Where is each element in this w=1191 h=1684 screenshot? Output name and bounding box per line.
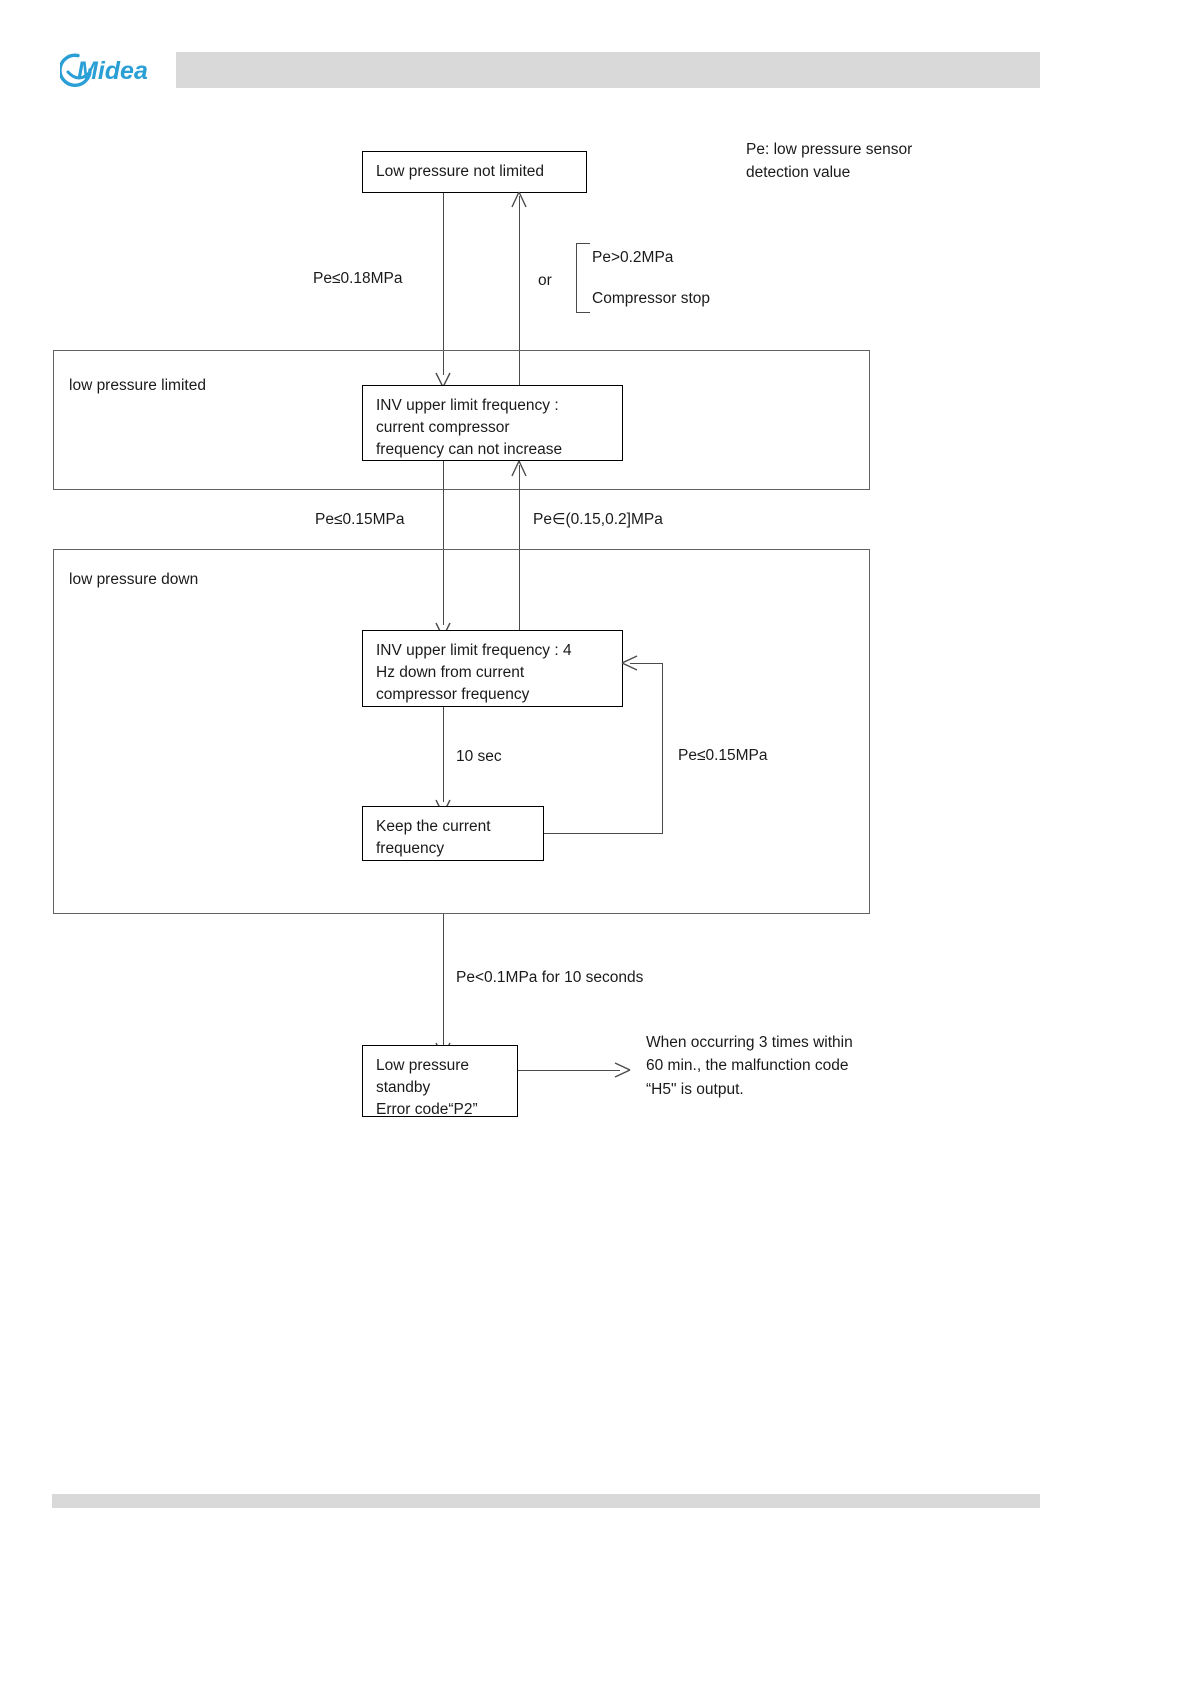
edge-line-to-standby <box>443 914 444 1046</box>
edge-label-compressor-stop: Compressor stop <box>592 290 711 307</box>
edge-label-loop-back: Pe≤0.15MPa <box>678 747 768 764</box>
arrow-head-back-to-not-limited <box>511 191 527 208</box>
loop-line-top <box>630 663 663 664</box>
edge-line-to-limited <box>443 193 444 375</box>
edge-label-pe-gt-02: Pe>0.2MPa <box>592 249 674 266</box>
edge-label-or: or <box>538 272 552 289</box>
svg-text:Midea: Midea <box>77 57 148 85</box>
arrow-head-back-to-limited <box>511 460 527 477</box>
edge-label-ten-sec: 10 sec <box>456 748 502 765</box>
legend-note: Pe: low pressure sensor detection value <box>746 141 913 182</box>
group-low-pressure-down <box>53 549 870 914</box>
edge-label-to-limited: Pe≤0.18MPa <box>313 270 403 287</box>
edge-label-back-to-limited: Pe∈(0.15,0.2]MPa <box>533 511 663 528</box>
brace-bracket <box>576 243 590 313</box>
edge-line-to-down <box>443 461 444 625</box>
node-low-pressure-not-limited: Low pressure not limited <box>362 151 587 193</box>
node-low-pressure-standby: Low pressure standby Error code“P2” <box>362 1045 518 1118</box>
edge-label-to-down: Pe≤0.15MPa <box>315 511 405 528</box>
arrow-head-to-limited <box>435 372 451 388</box>
loop-line-bottom <box>544 833 663 834</box>
midea-logo: Midea <box>60 48 170 92</box>
loop-line-right <box>662 663 663 834</box>
midea-logo-icon: Midea <box>60 53 148 87</box>
arrow-head-loop-back <box>621 655 638 671</box>
group-label-low-pressure-down: low pressure down <box>69 571 199 588</box>
edge-line-ten-sec <box>443 707 444 802</box>
group-low-pressure-limited <box>53 350 870 490</box>
edge-line-back-to-not-limited <box>519 196 520 386</box>
arrow-head-to-annotation <box>614 1062 631 1078</box>
edge-line-to-annotation <box>518 1070 620 1071</box>
node-keep-current-frequency: Keep the current frequency <box>362 806 544 861</box>
edge-line-back-to-limited <box>519 465 520 631</box>
header-band <box>176 52 1040 88</box>
node-inv-upper-limit-no-increase: INV upper limit frequency : current comp… <box>362 385 623 461</box>
edge-label-to-standby: Pe<0.1MPa for 10 seconds <box>456 969 644 986</box>
group-label-low-pressure-limited: low pressure limited <box>69 377 206 394</box>
annotation-malfunction-code: When occurring 3 times within 60 min., t… <box>646 1034 853 1098</box>
footer-band <box>52 1494 1040 1508</box>
node-inv-upper-limit-4hz-down: INV upper limit frequency : 4 Hz down fr… <box>362 630 623 707</box>
